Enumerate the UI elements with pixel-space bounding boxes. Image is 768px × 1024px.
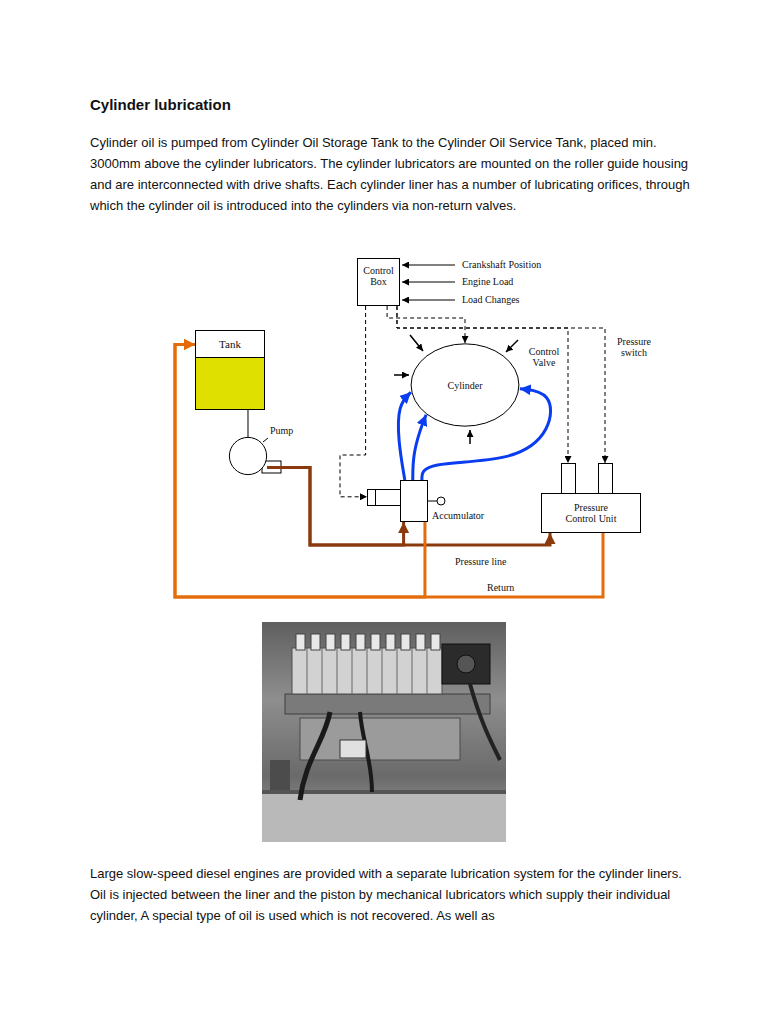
lubricator-photo [386, 634, 395, 650]
lubricator-photo [442, 644, 490, 684]
lubricator-photo [457, 655, 475, 673]
part-label: Pressure switch [612, 336, 656, 358]
signal-label: Load Changes [462, 294, 520, 305]
node-text: Tank [196, 331, 264, 357]
lubricator-photo [416, 634, 425, 650]
lubricator-photo [341, 634, 350, 650]
control-box: Control Box [357, 258, 400, 306]
return-line [175, 344, 603, 597]
signal-line [397, 306, 568, 463]
lubricator-photo [412, 648, 413, 694]
pressure-line [267, 467, 550, 545]
injection-arrows [394, 335, 518, 444]
pipe-line [247, 410, 248, 437]
lubricator-photo [431, 634, 440, 650]
injection-line [398, 392, 410, 480]
node-text: Accumulator [432, 510, 484, 521]
oil-tank: Tank [195, 330, 265, 410]
injection-arrows [506, 340, 518, 352]
lubricator-photo [311, 634, 320, 650]
signal-arrows [402, 265, 455, 300]
part-label: Control Valve [524, 346, 564, 368]
outline-shape [229, 437, 267, 475]
unit-box [542, 494, 641, 533]
cylinder-circle: Cylinder [410, 343, 520, 427]
oil-level [196, 357, 264, 409]
node-text: Cylinder [448, 380, 483, 391]
solenoid-symbol [368, 490, 401, 506]
injection-arrows [410, 335, 423, 351]
signal-label: Crankshaft Position [462, 259, 541, 270]
signal-arrows [402, 265, 455, 266]
signal-arrows [402, 282, 455, 283]
pump-symbol: Pump [229, 437, 267, 475]
accumulator-block: Accumulator [367, 480, 428, 522]
signal-arrows [402, 300, 455, 301]
node-text: Control Box [360, 265, 397, 287]
lubricator-photo [307, 648, 308, 694]
body-paragraph: Cylinder oil is pumped from Cylinder Oil… [90, 132, 690, 216]
pressure-line [267, 467, 404, 545]
lubricator-photo [262, 622, 506, 842]
injection-arrows [469, 430, 471, 444]
signal-line [387, 306, 465, 343]
switch-symbol [599, 464, 613, 494]
lubricator-photo [270, 760, 290, 790]
lubricator-photo [285, 694, 490, 714]
switch-symbol [562, 464, 576, 494]
page-title: Cylinder lubrication [90, 96, 231, 114]
lubricator-photo [371, 634, 380, 650]
return-line [175, 344, 425, 597]
lubricator-photo [367, 648, 368, 694]
accumulator-valve [428, 497, 445, 505]
lubricator-photo [296, 634, 305, 650]
pressure-control-unit: Pressure Control Unit [541, 463, 641, 533]
node-text: Pressure Control Unit [541, 493, 641, 533]
lubricator-photo [340, 740, 366, 758]
outline-shape [411, 344, 519, 426]
lubricator-photo [352, 648, 353, 694]
lubricator-photo [322, 648, 323, 694]
lubricator-photo [427, 648, 428, 694]
signal-line [340, 306, 367, 497]
lubricator-photo [470, 684, 500, 760]
solenoid-symbol [375, 490, 376, 506]
lubricator-photo [292, 648, 442, 694]
line-label: Return [487, 582, 514, 593]
lubricator-photo [262, 622, 506, 842]
lubricator-photo [337, 648, 338, 694]
lubricator-photo [326, 634, 335, 650]
signal-line [397, 306, 605, 463]
node-text: Pump [270, 425, 293, 436]
accumulator-body [401, 481, 428, 522]
accumulator-symbol [367, 480, 428, 522]
accumulator-valve [428, 501, 437, 502]
pump-outlet [263, 438, 268, 442]
lubricator-photo [397, 648, 398, 694]
injection-arrows [394, 374, 409, 376]
lubricator-photo [382, 648, 383, 694]
body-paragraph: Large slow-speed diesel engines are prov… [90, 863, 690, 926]
outline-shape [229, 437, 266, 474]
signal-label: Engine Load [462, 276, 513, 287]
lubricator-photo [356, 634, 365, 650]
lubricator-photo [300, 712, 330, 800]
lubricator-photo [401, 634, 410, 650]
line-label: Pressure line [455, 556, 506, 567]
accumulator-valve [437, 497, 445, 505]
